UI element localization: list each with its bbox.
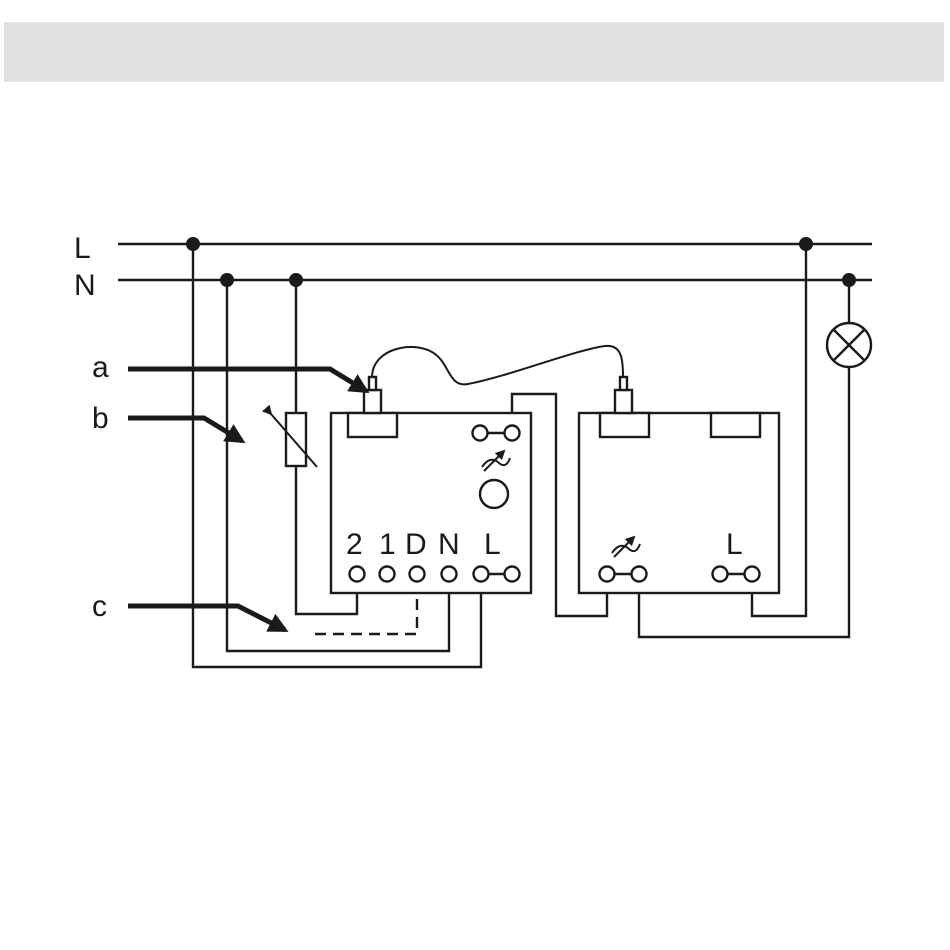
callout-b-pointer xyxy=(128,418,242,441)
junction-dot xyxy=(289,273,303,287)
dimmer-output-terminal xyxy=(473,426,488,441)
live-line-label: L xyxy=(74,232,91,265)
extension-l-terminal xyxy=(745,567,760,582)
junction-dot xyxy=(186,237,200,251)
extension-l-terminal xyxy=(713,567,728,582)
terminal-n xyxy=(442,567,457,582)
terminal-label-2: 2 xyxy=(346,528,363,561)
terminal-label-d: D xyxy=(405,528,427,561)
plug-connector xyxy=(364,346,632,413)
connector-cable xyxy=(372,346,623,385)
terminal-d xyxy=(410,567,425,582)
extension-connector-slot xyxy=(711,413,760,437)
variable-resistor-icon xyxy=(271,413,317,467)
junction-dot xyxy=(842,273,856,287)
callout-c-label: c xyxy=(92,590,107,623)
dimmer-output-terminal xyxy=(505,426,520,441)
terminal-1 xyxy=(380,567,395,582)
callout-b-label: b xyxy=(92,402,109,435)
callout-c-pointer xyxy=(128,606,285,630)
junction-dot xyxy=(220,273,234,287)
junction-dot xyxy=(799,237,813,251)
callout-a-pointer xyxy=(128,369,366,391)
terminal-l xyxy=(474,567,489,582)
extension-connector-slot xyxy=(600,413,649,437)
extension-dim-terminal xyxy=(600,567,615,582)
neutral-line-label: N xyxy=(74,269,96,302)
dimmer-connector-slot xyxy=(348,413,397,437)
lamp-icon xyxy=(827,323,871,367)
terminal-l-bridge xyxy=(505,567,520,582)
terminal-label-n: N xyxy=(438,528,460,561)
extension-dim-terminal xyxy=(632,567,647,582)
callout-a-label: a xyxy=(92,351,109,384)
terminal-label-1: 1 xyxy=(379,528,396,561)
extension-terminal-label-l: L xyxy=(726,528,743,561)
dimmer-unit: 2 1 D N L xyxy=(331,413,531,593)
terminal-2 xyxy=(350,567,365,582)
extension-unit: L xyxy=(579,413,779,593)
dimmer-knob xyxy=(480,480,508,508)
terminal-label-l: L xyxy=(484,528,501,561)
